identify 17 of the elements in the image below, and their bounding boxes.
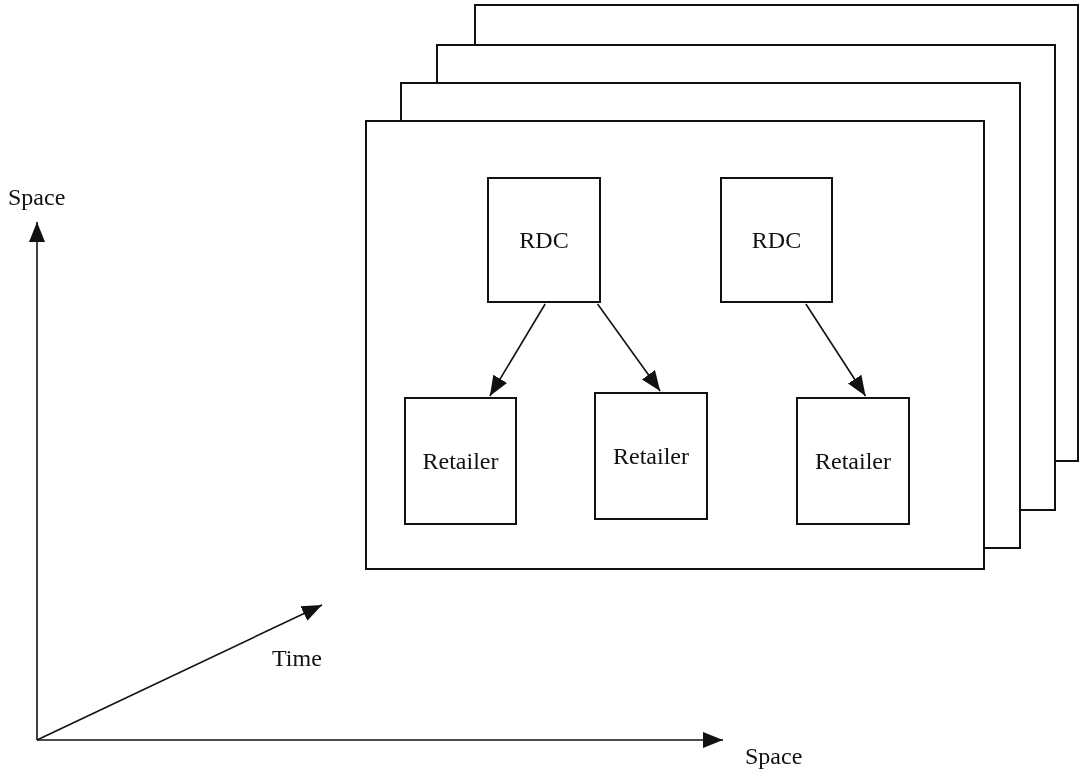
arrow <box>596 303 661 392</box>
arrow <box>489 303 546 397</box>
node-label: RDC <box>519 226 569 254</box>
process-box <box>720 177 833 303</box>
frame-box <box>365 120 985 570</box>
node-label: Retailer <box>422 447 499 475</box>
process-box <box>796 397 910 525</box>
node-label: Retailer <box>613 442 689 470</box>
axis-label: Time <box>272 645 322 672</box>
node-label: RDC <box>751 226 802 254</box>
node-label: Retailer <box>815 447 891 475</box>
axis-label: Space <box>745 743 803 770</box>
process-box <box>487 177 601 303</box>
axis-label: Space <box>8 184 66 211</box>
process-box <box>594 392 708 520</box>
process-box <box>404 397 517 525</box>
arrow <box>805 303 867 397</box>
